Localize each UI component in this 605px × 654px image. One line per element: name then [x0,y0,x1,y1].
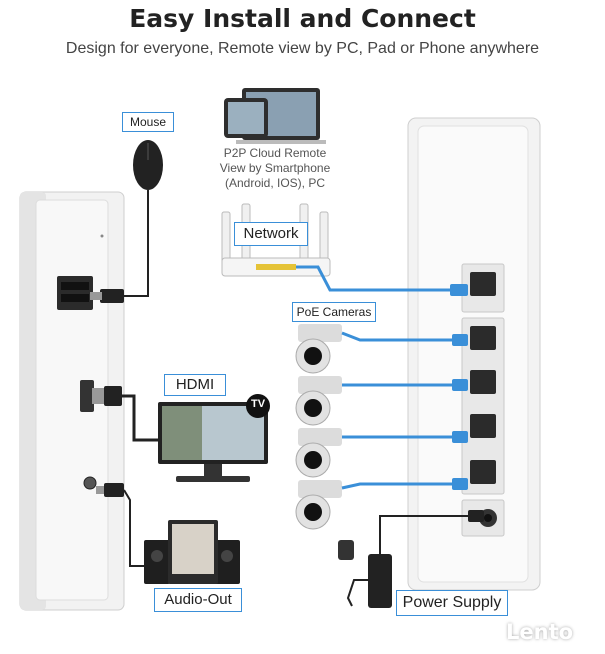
nvr-right-device [407,117,541,591]
mouse-icon [90,140,163,303]
mouse-label: Mouse [122,112,174,132]
watermark-logo: Lento [506,620,574,644]
p2p-line-3: (Android, IOS), PC [224,176,326,190]
speakers-icon [144,520,240,584]
network-label: Network [234,222,308,246]
poe-cameras-group [295,324,468,530]
p2p-line-1: P2P Cloud Remote [223,146,327,160]
poe-camera-1 [295,324,468,374]
power-supply-label: Power Supply [396,590,508,616]
p2p-description: P2P Cloud Remote View by Smartphone (And… [204,146,346,191]
poe-camera-4 [295,478,468,530]
p2p-devices-icon [224,88,326,144]
p2p-line-2: View by Smartphone [219,161,331,175]
router-icon [221,203,468,296]
monitor-icon [158,402,268,482]
page-subtitle: Design for everyone, Remote view by PC, … [65,40,540,57]
page-title: Easy Install and Connect [129,4,476,33]
audio-out-label: Audio-Out [154,588,242,612]
poe-cameras-label: PoE Cameras [292,302,376,322]
audio-cable [96,483,146,567]
poe-camera-2 [295,376,468,426]
hdmi-label: HDMI [164,374,226,396]
power-adapter-icon [338,510,484,608]
tv-label: TV [250,398,266,410]
poe-camera-3 [295,428,468,478]
tv-badge-icon [246,394,270,418]
hdmi-cable [92,386,160,442]
